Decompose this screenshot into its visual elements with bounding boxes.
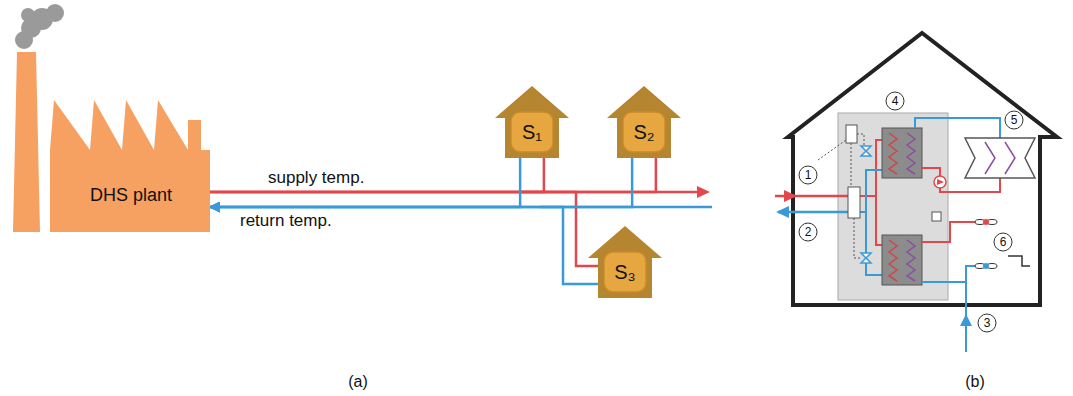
panel-label: (a) <box>328 371 388 393</box>
control-wire <box>818 134 864 258</box>
heating-return-pipe <box>915 118 1000 138</box>
substation-box <box>511 112 553 152</box>
house-shape <box>495 86 569 158</box>
house-shape <box>607 86 681 158</box>
substation-box <box>623 112 665 152</box>
radiator-coil <box>985 142 995 174</box>
heat-exchanger <box>882 128 922 178</box>
smoke <box>15 4 64 49</box>
supply-pipe <box>210 158 656 192</box>
substation-box <box>838 113 948 300</box>
callout-number: 5 <box>984 112 1044 129</box>
heat-exchanger <box>882 235 922 285</box>
panel-label: (b) <box>945 371 1005 393</box>
factory-shape <box>13 52 210 232</box>
pipe-label: supply temp. <box>268 168 364 188</box>
node-label: S₁ <box>522 117 542 147</box>
tap-knob <box>983 263 989 269</box>
primary-return-pipe <box>860 170 882 275</box>
callout-number: 3 <box>957 315 1017 332</box>
callout-number: 1 <box>778 167 838 184</box>
supply-pipe <box>210 158 544 192</box>
exchanger-coil <box>889 133 897 174</box>
exchanger-coil <box>907 133 915 174</box>
house-outline <box>788 33 1057 305</box>
node-label: S₃ <box>614 257 635 287</box>
pipe-label: return temp. <box>240 211 332 231</box>
smoke-puff <box>21 8 35 22</box>
exchanger-coil <box>907 240 915 281</box>
valve-symbol <box>861 253 871 263</box>
inlet-arrowhead <box>784 190 797 202</box>
exchanger-coil <box>889 240 897 281</box>
tap-knob <box>983 219 989 225</box>
pump-symbol <box>934 176 946 188</box>
callout-number: 2 <box>778 224 838 241</box>
sensor-symbol <box>932 212 941 221</box>
return-pipe <box>210 158 632 207</box>
radiator-symbol <box>965 138 1035 178</box>
faucet-spout <box>1008 256 1030 266</box>
cold-inlet-arrowhead <box>960 314 972 326</box>
hot-tap <box>975 219 997 225</box>
substation-house: S₃ <box>598 226 652 298</box>
pump-triangle <box>937 179 944 185</box>
substation-box <box>604 252 646 292</box>
supply-arrowhead <box>697 186 710 198</box>
plant-node: DHS plant <box>12 50 210 232</box>
substation-house: S₁ <box>505 86 559 158</box>
house-shape <box>588 226 662 298</box>
valve-symbol <box>861 146 871 156</box>
radiator-coil <box>1005 142 1015 174</box>
outlet-arrowhead <box>776 206 789 218</box>
return-pipe <box>210 158 520 207</box>
supply-pipe <box>210 192 598 266</box>
smoke-puff <box>46 4 64 22</box>
node-label: DHS plant <box>90 183 172 207</box>
cold-tap <box>975 263 997 269</box>
cold-water-pipe <box>922 266 976 352</box>
callout-number: 6 <box>973 234 1033 251</box>
substation-house: S₂ <box>617 86 671 158</box>
return-pipe <box>210 207 598 284</box>
primary-supply-pipe <box>860 140 882 245</box>
controller-symbol <box>846 125 857 143</box>
callout-number: 4 <box>865 93 925 110</box>
hot-water-pipe <box>922 222 976 242</box>
node-label: S₂ <box>633 117 654 147</box>
meter-symbol <box>848 187 860 218</box>
